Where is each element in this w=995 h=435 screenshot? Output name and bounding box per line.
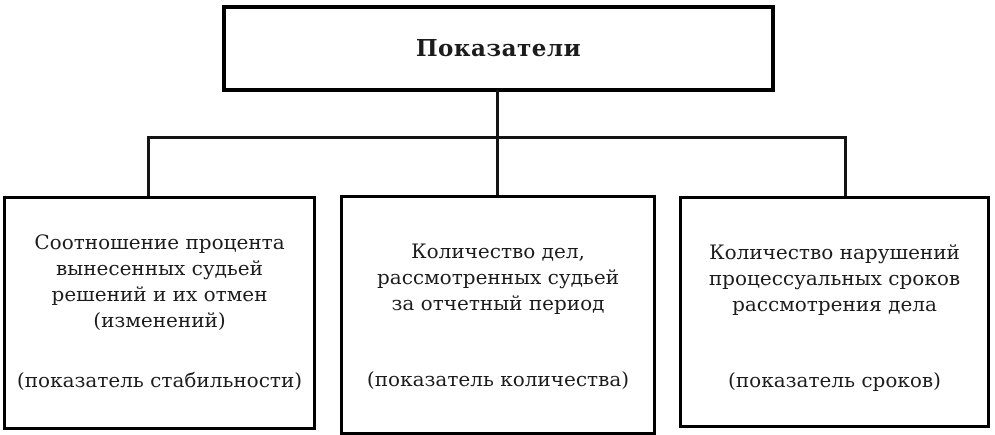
connector-drop-left <box>147 136 150 196</box>
child-node-quantity-note: (показатель количества) <box>366 367 630 391</box>
child-node-stability-note: (показатель стабильности) <box>16 368 303 392</box>
child-node-stability-text: Соотношение процента вынесенных судьей р… <box>34 230 285 332</box>
child-node-deadlines-text: Количество нарушений процессуальных срок… <box>708 240 961 316</box>
child-node-quantity: Количество дел, рассмотренных судьей за … <box>340 195 656 435</box>
connector-drop-right <box>844 136 847 196</box>
root-node-label: Показатели <box>415 35 582 62</box>
child-node-deadlines: Количество нарушений процессуальных срок… <box>679 196 990 428</box>
root-node: Показатели <box>222 5 775 92</box>
connector-stem <box>496 90 499 138</box>
connector-drop-middle <box>496 136 499 196</box>
child-node-stability: Соотношение процента вынесенных судьей р… <box>3 196 316 430</box>
child-node-quantity-text: Количество дел, рассмотренных судьей за … <box>377 239 619 315</box>
child-node-deadlines-note: (показатель сроков) <box>728 368 941 392</box>
